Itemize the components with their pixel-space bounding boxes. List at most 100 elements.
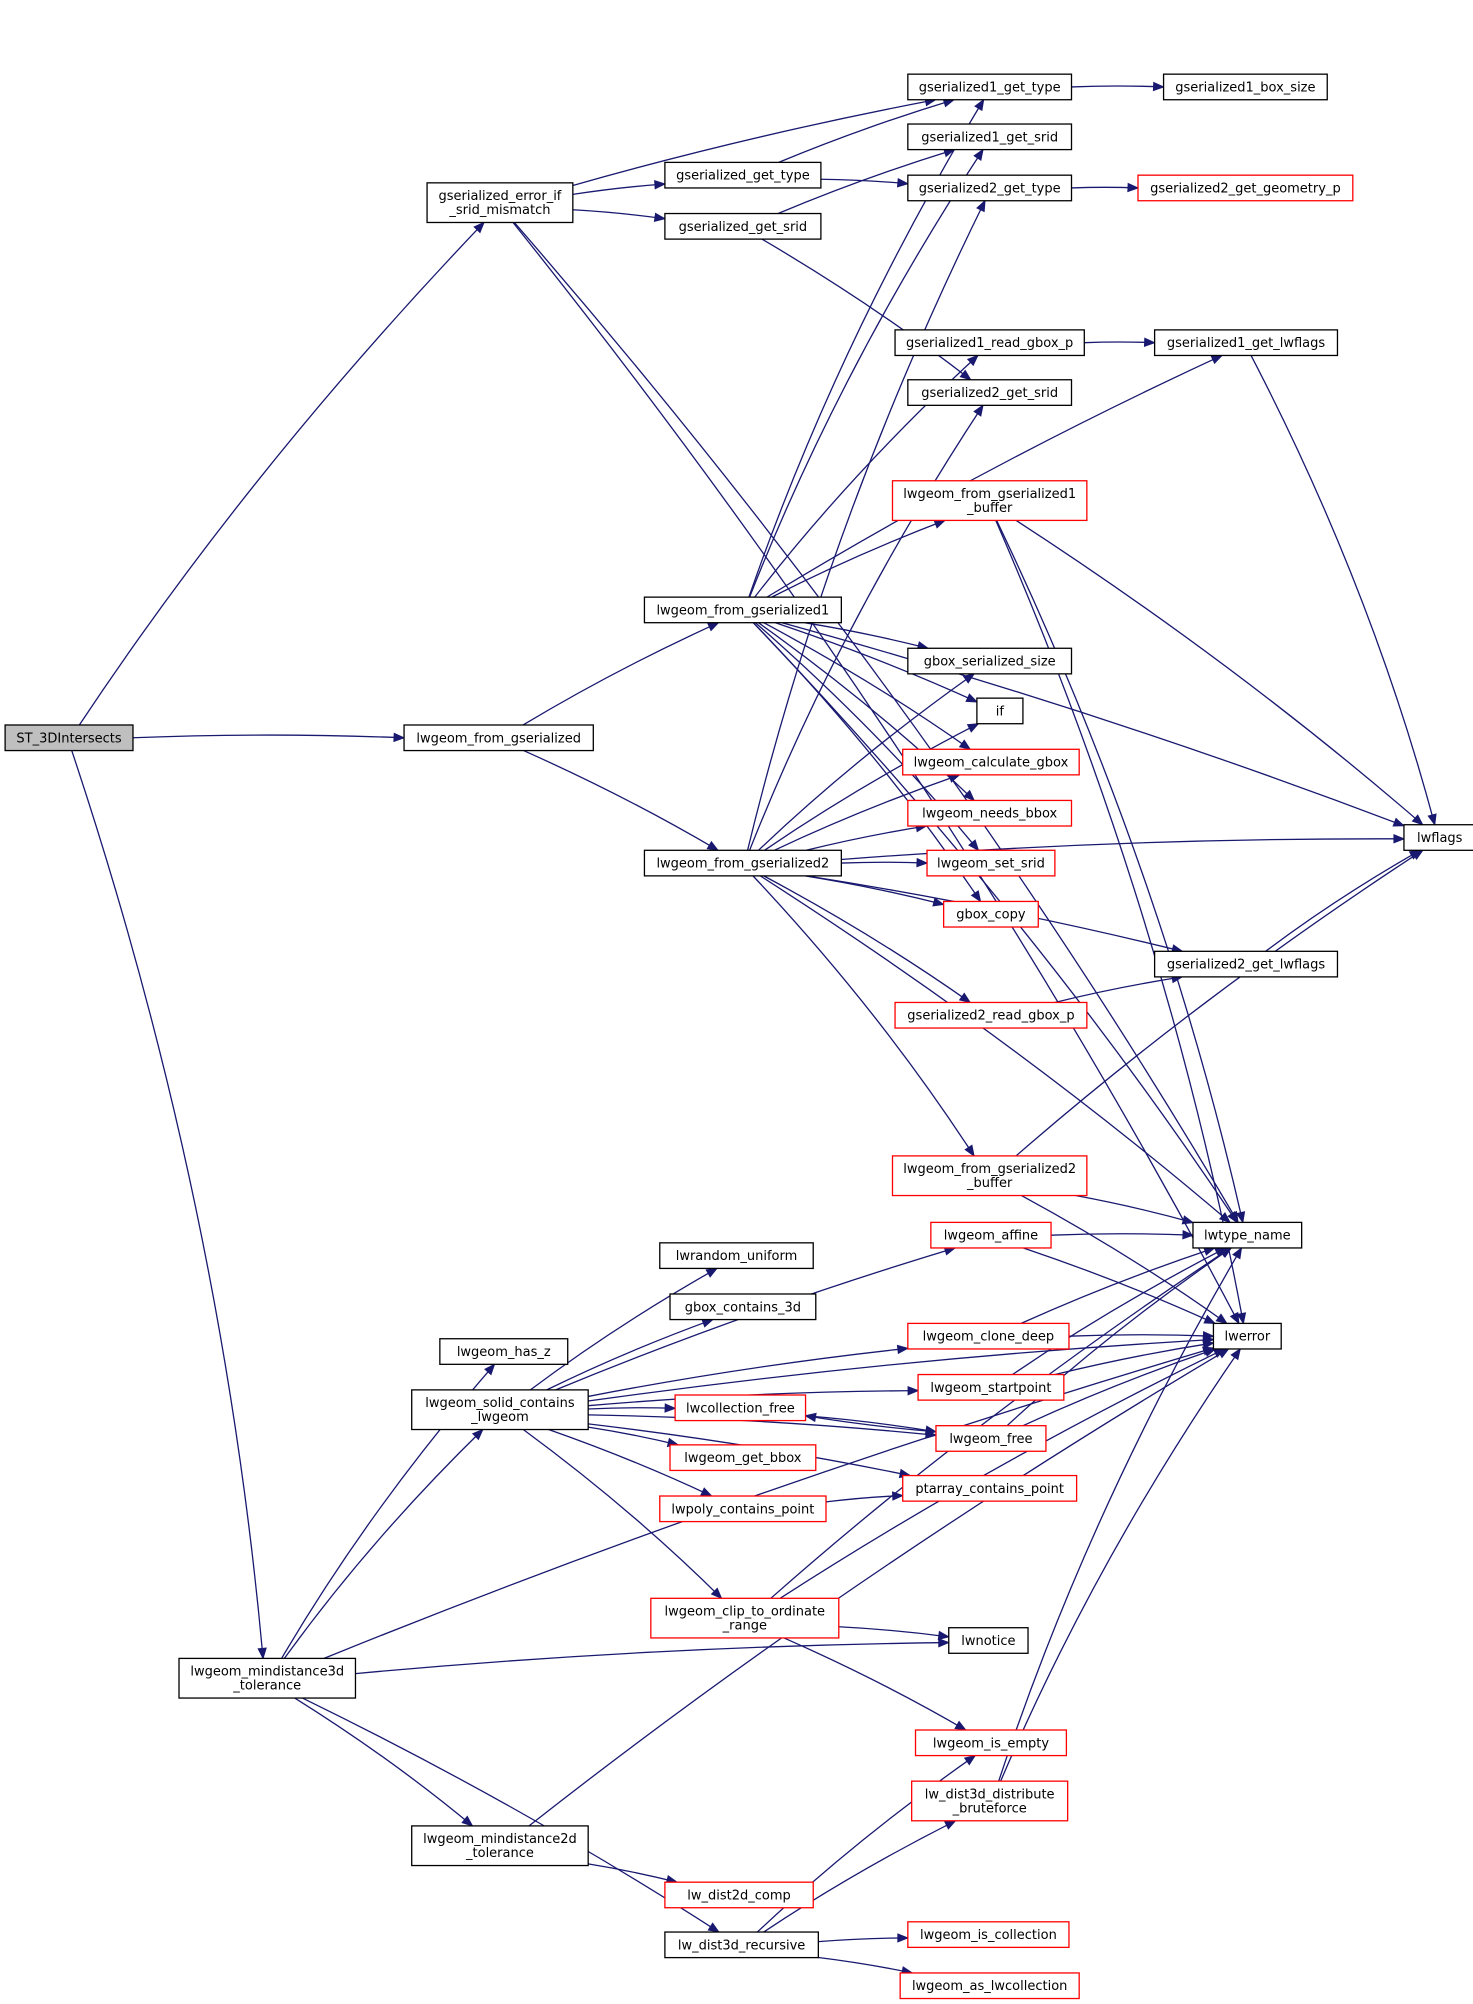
node-lwflags[interactable]: lwflags — [1403, 824, 1473, 851]
node-lwg_get_bbox[interactable]: lwgeom_get_bbox — [669, 1444, 817, 1472]
node-label: _srid_mismatch — [448, 203, 550, 218]
edge-lw_dist3d_rec-to-lwg_as_lwcoll — [818, 1956, 914, 1976]
node-gs2_get_type[interactable]: gserialized2_get_type — [907, 174, 1073, 202]
node-lwg_mind3d[interactable]: lwgeom_mindistance3d_tolerance — [178, 1657, 357, 1699]
node-lw_dist3d_rec[interactable]: lw_dist3d_recursive — [664, 1931, 819, 1959]
node-gs1_get_srid[interactable]: gserialized1_get_srid — [907, 123, 1073, 151]
node-gbox_ser_size[interactable]: gbox_serialized_size — [907, 647, 1073, 675]
node-label: lwgeom_mindistance2d — [423, 1832, 577, 1847]
node-label: lwgeom_solid_contains — [425, 1396, 575, 1411]
node-lwg_affine[interactable]: lwgeom_affine — [930, 1221, 1052, 1249]
edge-arrowhead — [964, 1144, 975, 1158]
node-lwg_mind2d[interactable]: lwgeom_mindistance2d_tolerance — [411, 1825, 589, 1867]
node-gs2_get_srid[interactable]: gserialized2_get_srid — [907, 379, 1073, 406]
node-label: lw_dist3d_distribute — [925, 1787, 1055, 1802]
edge-arrowhead — [973, 404, 984, 417]
node-lwg_startpoint[interactable]: lwgeom_startpoint — [917, 1373, 1065, 1401]
node-gs2_lwflags[interactable]: gserialized2_get_lwflags — [1153, 950, 1339, 978]
node-lwg_from_gs2_buf[interactable]: lwgeom_from_gserialized2_buffer — [891, 1155, 1088, 1197]
node-gbox_copy[interactable]: gbox_copy — [942, 900, 1039, 928]
nodes-layer: ST_3DIntersects gserialized_error_if_srid… — [4, 73, 1473, 2000]
node-lwg_is_coll[interactable]: lwgeom_is_collection — [907, 1921, 1070, 1949]
edge-arrowhead — [958, 992, 972, 1004]
node-lwnotice[interactable]: lwnotice — [948, 1627, 1029, 1654]
node-gs_get_type[interactable]: gserialized_get_type — [664, 161, 822, 189]
edge-lwg_from_gs1_buf-to-lwtype_name — [996, 520, 1246, 1224]
node-box — [669, 1444, 817, 1472]
node-label: gserialized_get_srid — [679, 220, 808, 235]
node-lwg_solid[interactable]: lwgeom_solid_contains_lwgeom — [411, 1389, 589, 1431]
edge-arrowhead — [932, 897, 945, 907]
node-ptarray_cp[interactable]: ptarray_contains_point — [902, 1474, 1078, 1502]
node-box — [907, 73, 1073, 101]
node-lwg_is_empty[interactable]: lwgeom_is_empty — [914, 1729, 1068, 1757]
edge-arrowhead — [461, 1815, 474, 1827]
node-box — [403, 724, 594, 752]
node-gs1_lwflags[interactable]: gserialized1_get_lwflags — [1153, 329, 1339, 357]
edge-arrowhead — [393, 732, 406, 743]
node-lwg_set_srid[interactable]: lwgeom_set_srid — [926, 849, 1056, 877]
node-box — [669, 1293, 817, 1321]
node-box — [926, 849, 1056, 877]
edge-arrowhead — [700, 1487, 713, 1497]
edge-lwg_mind3d-to-lwnotice — [355, 1637, 951, 1675]
edge-lwg_clone_deep-to-lwtype_name — [1020, 1246, 1216, 1324]
node-lwg_needs_bbox[interactable]: lwgeom_needs_bbox — [907, 799, 1073, 827]
node-gs2_geom_p[interactable]: gserialized2_get_geometry_p — [1137, 174, 1354, 202]
node-box — [643, 596, 842, 624]
node-st3d[interactable]: ST_3DIntersects — [4, 724, 134, 752]
node-lwg_has_z[interactable]: lwgeom_has_z — [439, 1338, 569, 1365]
node-gbox_contains3d[interactable]: gbox_contains_3d — [669, 1293, 817, 1321]
edge-lwg_from_gs2-to-gs2_get_srid — [748, 404, 984, 851]
node-box — [911, 1780, 1069, 1822]
edge-arrowhead — [937, 1630, 951, 1641]
node-box — [411, 1825, 589, 1867]
node-box — [643, 849, 842, 877]
edge-arrowhead — [959, 369, 972, 381]
node-box — [917, 1373, 1065, 1401]
node-box — [664, 212, 822, 240]
node-label: gserialized2_read_gbox_p — [907, 1009, 1074, 1024]
edge-gs_get_srid-to-gs2_get_srid — [761, 238, 972, 381]
node-if[interactable]: if — [976, 697, 1024, 725]
node-gs1_read_gbox[interactable]: gserialized1_read_gbox_p — [894, 329, 1085, 357]
edge-arrowhead — [933, 519, 947, 529]
node-lwrandom[interactable]: lwrandom_uniform — [659, 1242, 814, 1270]
node-gs2_read_gbox[interactable]: gserialized2_read_gbox_p — [894, 1001, 1088, 1029]
node-lw_dist2d_comp[interactable]: lw_dist2d_comp — [664, 1881, 814, 1909]
node-lwerror[interactable]: lwerror — [1212, 1322, 1282, 1350]
node-lwg_from_gs1_buf[interactable]: lwgeom_from_gserialized1_buffer — [891, 480, 1088, 522]
edge-arrowhead — [966, 723, 980, 733]
node-lwg_calc_gbox[interactable]: lwgeom_calculate_gbox — [902, 748, 1080, 776]
edge-lw_dist3d_bf-to-lwtype_name — [998, 1246, 1243, 1782]
node-label: lwgeom_has_z — [457, 1345, 551, 1360]
edge-lwg_from_gs2-to-lwtype_name — [759, 875, 1232, 1224]
node-label: _tolerance — [232, 1679, 301, 1694]
edge-arrowhead — [1202, 1346, 1215, 1356]
node-lwg_from_gs1[interactable]: lwgeom_from_gserialized1 — [643, 596, 842, 624]
node-gs_get_srid[interactable]: gserialized_get_srid — [664, 212, 822, 240]
node-lwg_as_lwcoll[interactable]: lwgeom_as_lwcollection — [899, 1972, 1080, 2000]
node-errsrid[interactable]: gserialized_error_if_srid_mismatch — [426, 182, 574, 224]
node-gs1_box_size[interactable]: gserialized1_box_size — [1162, 73, 1328, 101]
node-label: gbox_copy — [956, 908, 1026, 923]
edge-arrowhead — [1235, 1211, 1246, 1224]
node-label: if — [996, 704, 1005, 719]
node-lw_dist3d_bf[interactable]: lw_dist3d_distribute_bruteforce — [911, 1780, 1069, 1822]
node-lwg_clone_deep[interactable]: lwgeom_clone_deep — [907, 1322, 1070, 1350]
node-label: gbox_contains_3d — [685, 1300, 801, 1315]
node-lwg_free[interactable]: lwgeom_free — [935, 1425, 1047, 1452]
edge-lwg_mind3d-to-lwg_solid — [283, 1428, 484, 1659]
node-lwpoly_cp[interactable]: lwpoly_contains_point — [659, 1495, 827, 1523]
edge-lwg_from_gs1-to-gs1_get_type — [748, 98, 985, 598]
node-label: gserialized1_get_srid — [921, 130, 1058, 145]
node-gs1_get_type[interactable]: gserialized1_get_type — [907, 73, 1073, 101]
node-box — [942, 900, 1039, 928]
node-lwg_from_gs2[interactable]: lwgeom_from_gserialized2 — [643, 849, 842, 877]
node-lwtype_name[interactable]: lwtype_name — [1192, 1221, 1303, 1249]
node-lwcoll_free[interactable]: lwcollection_free — [674, 1394, 807, 1422]
edge-gs1_get_type-to-gs1_box_size — [1071, 81, 1165, 92]
node-lwg_from_gs[interactable]: lwgeom_from_gserialized — [403, 724, 594, 752]
node-lwg_clip[interactable]: lwgeom_clip_to_ordinate_range — [650, 1597, 840, 1639]
